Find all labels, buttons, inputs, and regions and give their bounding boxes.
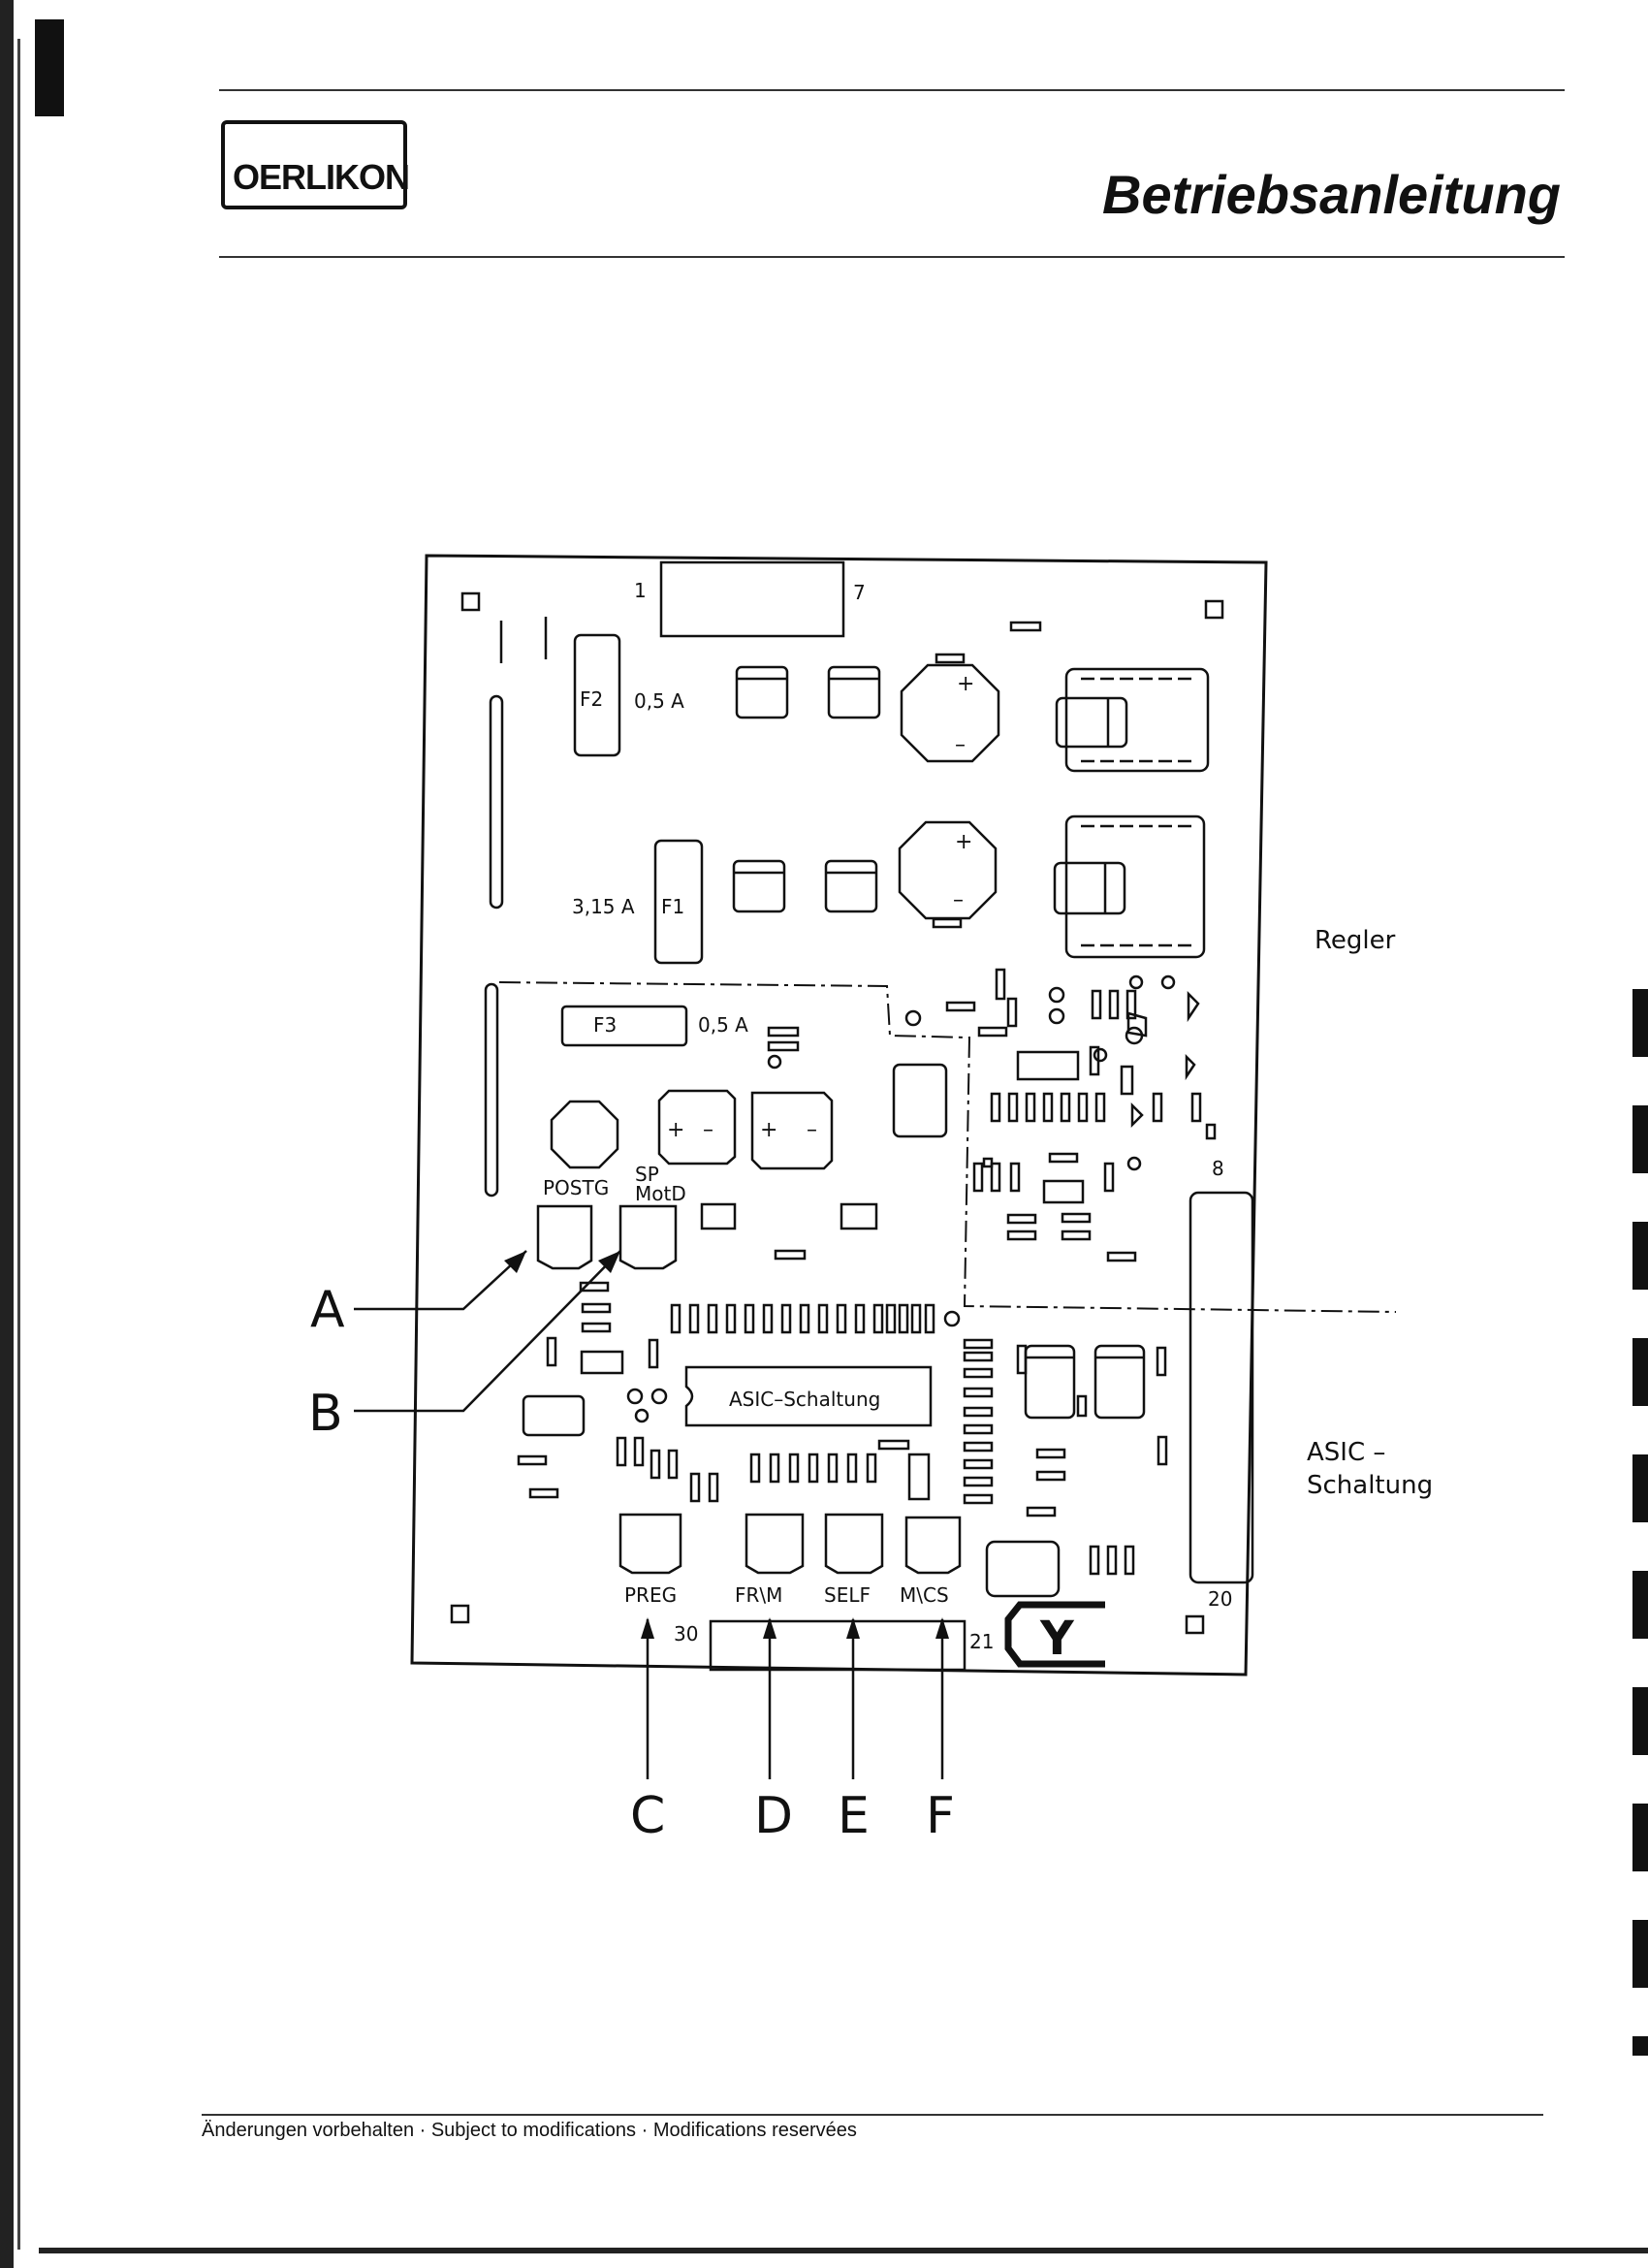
frm-connector bbox=[745, 1513, 805, 1575]
fuse-f3-rating: 0,5 A bbox=[698, 1013, 748, 1037]
footer-rule bbox=[202, 2114, 1543, 2116]
pin-21-label: 21 bbox=[969, 1630, 994, 1653]
arrowhead-f bbox=[935, 1617, 949, 1639]
self-connector bbox=[824, 1513, 884, 1575]
relay-2 bbox=[1064, 815, 1206, 959]
octagon-cap-1 bbox=[900, 663, 1000, 763]
svg-text:+: + bbox=[760, 1118, 777, 1142]
svg-text:+: + bbox=[955, 830, 972, 854]
ic-pin-row-bottom bbox=[749, 1453, 877, 1484]
spmotd-connector bbox=[618, 1204, 678, 1270]
arrowhead-e bbox=[846, 1617, 860, 1639]
svg-text:–: – bbox=[807, 1118, 817, 1142]
scan-edge-line bbox=[17, 39, 20, 2250]
frm-label: FR\M bbox=[735, 1583, 782, 1607]
regler-boundary bbox=[498, 981, 1397, 1313]
fuse-f1 bbox=[653, 839, 704, 965]
mount-hole-br bbox=[1185, 1614, 1205, 1635]
fuse-f3 bbox=[560, 1005, 688, 1047]
svg-text:–: – bbox=[955, 733, 966, 757]
bar-left-1 bbox=[489, 694, 504, 910]
mount-hole-bl bbox=[450, 1604, 470, 1624]
header-bottom-rule bbox=[219, 256, 1565, 258]
callout-line-a bbox=[354, 1250, 527, 1311]
scan-edge-bottom bbox=[39, 2248, 1648, 2253]
pin-7-label: 7 bbox=[853, 581, 866, 604]
oerlikon-logo: OERLIKON bbox=[221, 120, 410, 209]
fuse-f2 bbox=[573, 633, 621, 757]
asic-chip bbox=[684, 1365, 933, 1427]
spmotd-label-line2: MotD bbox=[635, 1182, 686, 1205]
pin-8-label: 8 bbox=[1212, 1157, 1224, 1180]
callout-e: E bbox=[838, 1787, 870, 1845]
y-mark-frame bbox=[1004, 1601, 1105, 1668]
spmotd-label-line1: SP bbox=[635, 1163, 659, 1186]
mcs-label: M\CS bbox=[900, 1583, 949, 1607]
fuse-f2-label: F2 bbox=[580, 687, 603, 711]
asic-side-label-line1: ASIC – bbox=[1307, 1438, 1385, 1467]
connector-bottom bbox=[709, 1619, 967, 1672]
preg-label: PREG bbox=[624, 1583, 677, 1607]
arrowhead-d bbox=[763, 1617, 776, 1639]
relay-1 bbox=[1064, 667, 1210, 773]
fuse-f1-rating: 3,15 A bbox=[572, 895, 635, 918]
svg-text:+: + bbox=[667, 1118, 684, 1142]
connector-right bbox=[1188, 1191, 1254, 1584]
logo-text: OERLIKON bbox=[233, 157, 410, 197]
callout-b: B bbox=[308, 1385, 343, 1443]
footer-disclaimer: Änderungen vorbehalten · Subject to modi… bbox=[202, 2120, 857, 2141]
callout-d: D bbox=[754, 1787, 793, 1845]
circuit-board-diagram: +– +– +– +– 1 7 8 20 21 30 F2 0,5 A F1 3… bbox=[308, 554, 1433, 1845]
arrowhead-b bbox=[598, 1251, 620, 1273]
connector-top bbox=[659, 560, 845, 638]
ic-pin-row-top bbox=[670, 1303, 961, 1334]
mount-hole-tr bbox=[1204, 599, 1224, 620]
asic-chip-label: ASIC–Schaltung bbox=[729, 1388, 880, 1411]
scan-mark-top bbox=[35, 19, 64, 116]
mcs-connector bbox=[904, 1516, 962, 1575]
y-mark-letter: Y bbox=[1039, 1612, 1075, 1666]
arrowhead-a bbox=[504, 1251, 526, 1273]
callout-a: A bbox=[310, 1281, 345, 1339]
document-title: Betriebsanleitung bbox=[1102, 164, 1561, 225]
svg-text:+: + bbox=[957, 672, 974, 696]
self-label: SELF bbox=[824, 1583, 871, 1607]
pin-30-label: 30 bbox=[674, 1622, 698, 1645]
fuse-f3-label: F3 bbox=[593, 1013, 617, 1037]
postg-label: POSTG bbox=[543, 1176, 609, 1199]
scan-edge-left bbox=[0, 0, 14, 2268]
header-top-rule bbox=[219, 89, 1565, 91]
postg-connector bbox=[536, 1204, 593, 1270]
callout-c: C bbox=[630, 1787, 665, 1845]
mount-hole-tl bbox=[460, 591, 481, 612]
regler-label: Regler bbox=[1315, 926, 1396, 955]
callout-f: F bbox=[926, 1787, 955, 1845]
bar-left-2 bbox=[484, 982, 499, 1198]
scan-marks-right bbox=[1632, 989, 1648, 2056]
arrowhead-c bbox=[641, 1617, 654, 1639]
fuse-f2-rating: 0,5 A bbox=[634, 689, 684, 713]
pin-1-label: 1 bbox=[634, 579, 647, 602]
svg-text:–: – bbox=[953, 888, 964, 912]
asic-side-label-line2: Schaltung bbox=[1307, 1471, 1433, 1500]
preg-connector bbox=[618, 1513, 682, 1575]
svg-text:–: – bbox=[703, 1118, 713, 1142]
octagon-cap-2 bbox=[898, 820, 998, 920]
board-outline bbox=[410, 554, 1268, 1677]
callout-line-b bbox=[354, 1250, 621, 1413]
pin-20-label: 20 bbox=[1208, 1587, 1232, 1611]
fuse-f1-label: F1 bbox=[661, 895, 684, 918]
